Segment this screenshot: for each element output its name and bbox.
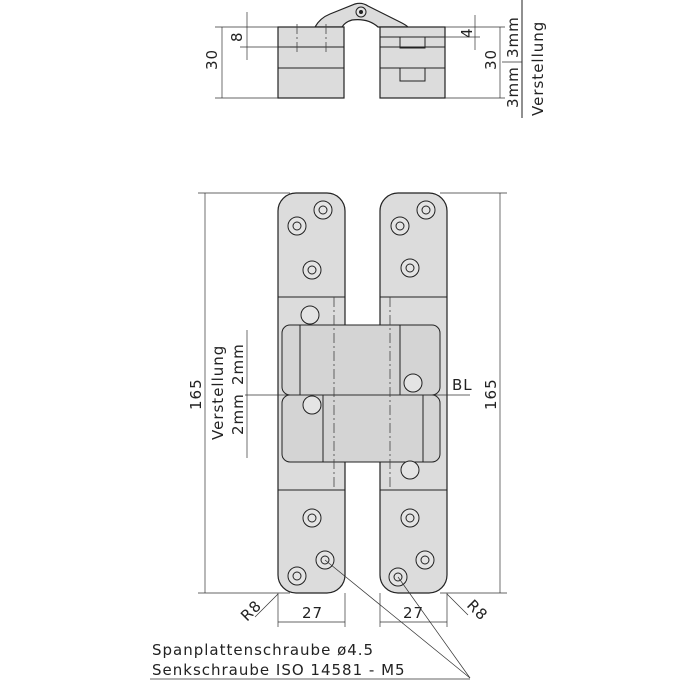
callout-line-2: Senkschraube ISO 14581 - M5	[152, 661, 406, 679]
top-adjust-down: 3mm	[504, 66, 522, 108]
callout-line-1: Spanplattenschraube ø4.5	[152, 641, 374, 659]
top-dim-height-left: 30	[203, 49, 221, 70]
reference-line-label: BL	[452, 376, 473, 394]
top-dim-offset-right: 4	[458, 27, 476, 38]
radius-left: R8	[237, 597, 265, 625]
top-adjust-up: 3mm	[504, 16, 522, 58]
screw-callout: Spanplattenschraube ø4.5 Senkschraube IS…	[150, 559, 471, 680]
front-adjust-up: 2mm	[229, 343, 247, 385]
width-dim-left: 27	[302, 604, 323, 622]
width-dim-right: 27	[403, 604, 424, 622]
top-adjust-label: Verstellung	[529, 21, 547, 116]
front-adjust-down: 2mm	[229, 393, 247, 435]
top-left-block	[277, 26, 345, 99]
top-right-block	[379, 26, 446, 99]
top-dim-offset-left: 8	[228, 31, 246, 42]
length-dim-left: 165	[187, 378, 205, 410]
front-adjust-label: Verstellung	[209, 345, 227, 440]
front-view: BL 165 165 Verstellung 2mm 2mm 27 27 R8 …	[187, 192, 507, 627]
top-dim-height-right: 30	[482, 49, 500, 70]
length-dim-right: 165	[482, 378, 500, 410]
screw-holes	[287, 200, 436, 587]
top-view: 30 8 30 4 3mm 3mm Verstellung	[203, 0, 547, 118]
radius-right: R8	[463, 596, 491, 624]
